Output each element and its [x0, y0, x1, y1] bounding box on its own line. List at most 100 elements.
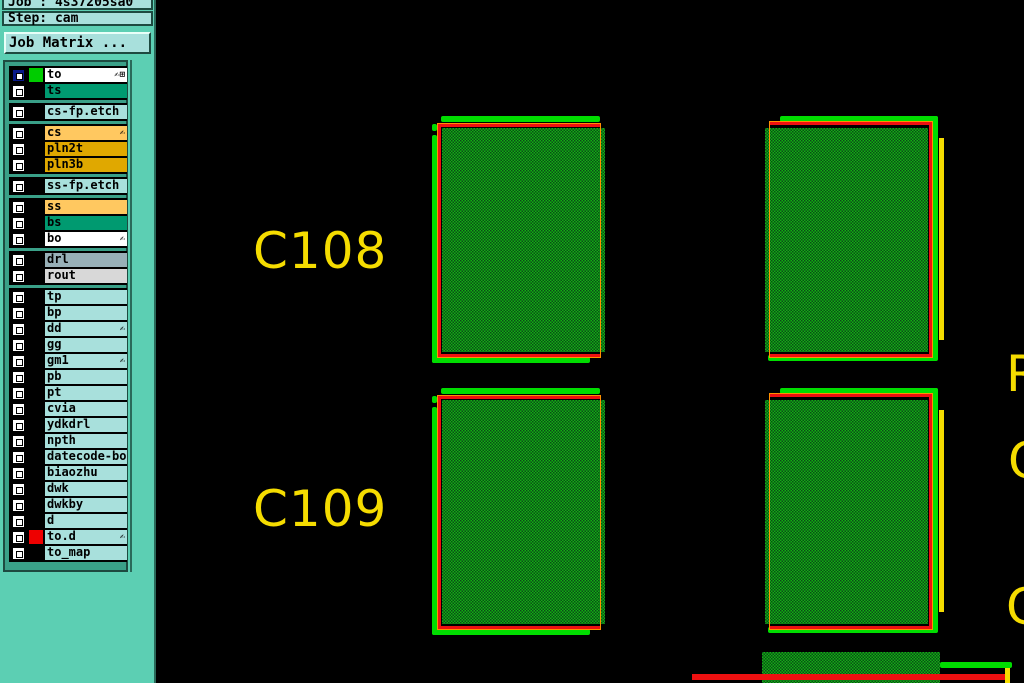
layer-checkbox[interactable] — [12, 233, 25, 246]
layer-row[interactable]: pt — [9, 385, 127, 401]
layer-row[interactable]: datecode-bo — [9, 449, 127, 465]
layer-checkbox[interactable] — [12, 483, 25, 496]
layer-name[interactable]: rout — [45, 269, 127, 283]
layer-name[interactable]: pln3b — [45, 158, 127, 172]
layer-checkbox[interactable] — [12, 547, 25, 560]
layer-name[interactable]: dwkby — [45, 498, 127, 512]
layer-row[interactable]: dd✍ — [9, 321, 127, 337]
layer-checkbox[interactable] — [12, 85, 25, 98]
layer-checkbox[interactable] — [12, 323, 25, 336]
layer-row[interactable]: bo✍ — [9, 231, 127, 247]
layer-name[interactable]: biaozhu — [45, 466, 127, 480]
layer-name[interactable]: d — [45, 514, 127, 528]
layer-name[interactable]: dd✍ — [45, 322, 127, 336]
layer-checkbox[interactable] — [12, 291, 25, 304]
layer-color-swatch[interactable] — [29, 68, 43, 82]
layer-checkbox[interactable] — [12, 254, 25, 267]
layer-row[interactable]: npth — [9, 433, 127, 449]
layer-name[interactable]: pln2t — [45, 142, 127, 156]
layer-name[interactable]: ss — [45, 200, 127, 214]
layer-row[interactable]: d — [9, 513, 127, 529]
layer-row[interactable]: rout — [9, 268, 127, 284]
hand-icon: ✍ — [119, 356, 125, 366]
layer-row[interactable]: dwk — [9, 481, 127, 497]
layer-name[interactable]: gm1✍ — [45, 354, 127, 368]
hand-icon: ✍ — [119, 234, 125, 244]
layer-name[interactable]: to✍⊞ — [45, 68, 127, 82]
layer-checkbox[interactable] — [12, 435, 25, 448]
layer-name[interactable]: npth — [45, 434, 127, 448]
layer-row[interactable]: cs✍ — [9, 125, 127, 141]
layer-row[interactable]: pln2t — [9, 141, 127, 157]
layer-row[interactable]: bs — [9, 215, 127, 231]
layer-checkbox[interactable] — [12, 127, 25, 140]
layer-checkbox[interactable] — [12, 387, 25, 400]
layer-row[interactable]: cs-fp.etch — [9, 104, 127, 120]
layer-name[interactable]: cvia — [45, 402, 127, 416]
layer-name[interactable]: bp — [45, 306, 127, 320]
layer-name[interactable]: gg — [45, 338, 127, 352]
layer-checkbox[interactable] — [12, 69, 25, 82]
layer-name[interactable]: bs — [45, 216, 127, 230]
layer-name[interactable]: bo✍ — [45, 232, 127, 246]
layer-name[interactable]: tp — [45, 290, 127, 304]
layer-row[interactable]: tp — [9, 289, 127, 305]
layer-name[interactable]: ts — [45, 84, 127, 98]
layer-row[interactable]: cvia — [9, 401, 127, 417]
layer-checkbox[interactable] — [12, 419, 25, 432]
layer-checkbox[interactable] — [12, 355, 25, 368]
layer-checkbox[interactable] — [12, 106, 25, 119]
layer-checkbox[interactable] — [12, 270, 25, 283]
layer-label: ss — [47, 199, 62, 213]
layer-checkbox[interactable] — [12, 451, 25, 464]
layer-checkbox[interactable] — [12, 159, 25, 172]
layer-row[interactable]: pb — [9, 369, 127, 385]
layer-checkbox[interactable] — [12, 339, 25, 352]
layer-label: cvia — [47, 401, 76, 415]
layer-color-swatch[interactable] — [29, 530, 43, 544]
layer-label: ydkdrl — [47, 417, 91, 431]
layer-checkbox[interactable] — [12, 143, 25, 156]
layer-name[interactable]: to.d✍ — [45, 530, 127, 544]
layer-checkbox[interactable] — [12, 201, 25, 214]
layer-label: pt — [47, 385, 62, 399]
layer-checkbox[interactable] — [12, 515, 25, 528]
layer-row[interactable]: to_map — [9, 545, 127, 561]
layer-name[interactable]: dwk — [45, 482, 127, 496]
layer-checkbox[interactable] — [12, 467, 25, 480]
layer-name[interactable]: datecode-bo — [45, 450, 127, 464]
layer-name[interactable]: pb — [45, 370, 127, 384]
layer-checkbox[interactable] — [12, 217, 25, 230]
layer-row[interactable]: ss — [9, 199, 127, 215]
layer-name[interactable]: drl — [45, 253, 127, 267]
layer-row[interactable]: to✍⊞ — [9, 67, 127, 83]
layer-row[interactable]: gg — [9, 337, 127, 353]
layer-checkbox[interactable] — [12, 180, 25, 193]
layer-row[interactable]: bp — [9, 305, 127, 321]
layer-row[interactable]: dwkby — [9, 497, 127, 513]
layer-checkbox[interactable] — [12, 531, 25, 544]
layer-label: dd — [47, 321, 62, 335]
layer-row[interactable]: ss-fp.etch — [9, 178, 127, 194]
layer-row[interactable]: to.d✍ — [9, 529, 127, 545]
layer-name[interactable]: ss-fp.etch — [45, 179, 127, 193]
layer-name[interactable]: cs-fp.etch — [45, 105, 127, 119]
layer-checkbox[interactable] — [12, 403, 25, 416]
layer-checkbox[interactable] — [12, 499, 25, 512]
layer-name[interactable]: to_map — [45, 546, 127, 560]
layer-row[interactable]: pln3b — [9, 157, 127, 173]
layer-checkbox[interactable] — [12, 307, 25, 320]
layer-name[interactable]: ydkdrl — [45, 418, 127, 432]
layer-row[interactable]: ydkdrl — [9, 417, 127, 433]
job-matrix-button[interactable]: Job Matrix ... — [4, 32, 151, 54]
layer-row[interactable]: ts — [9, 83, 127, 99]
layer-row[interactable]: gm1✍ — [9, 353, 127, 369]
layer-group: to✍⊞ ts — [9, 66, 127, 100]
layer-row[interactable]: drl — [9, 252, 127, 268]
layer-name[interactable]: cs✍ — [45, 126, 127, 140]
layer-list-scrollbar[interactable] — [130, 60, 152, 572]
layer-group: ss-fp.etch — [9, 177, 127, 195]
layer-row[interactable]: biaozhu — [9, 465, 127, 481]
layer-checkbox[interactable] — [12, 371, 25, 384]
layer-name[interactable]: pt — [45, 386, 127, 400]
